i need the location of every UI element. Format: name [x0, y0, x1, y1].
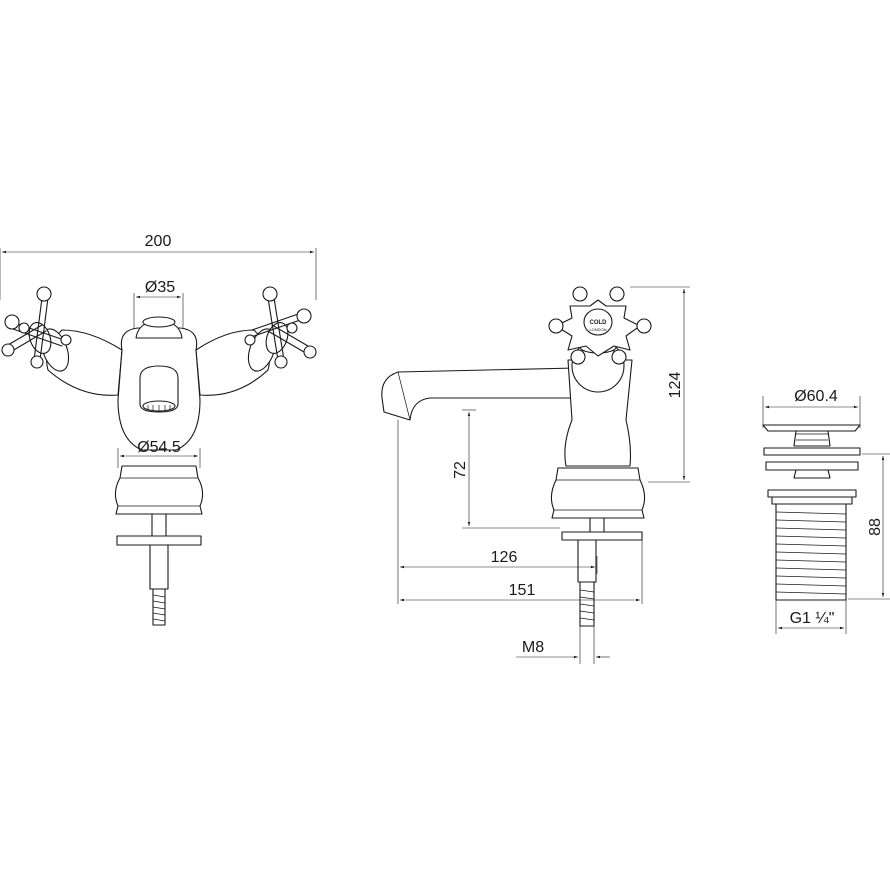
side-cross-handle: COLD LONDON	[548, 286, 652, 365]
dim-waste-diameter: Ø60.4	[762, 388, 861, 428]
dim-waste-thread-label: G1 ¼"	[790, 610, 835, 627]
handle-cold-label: COLD	[590, 320, 608, 326]
dim-inlet-diameter: Ø35	[133, 279, 184, 330]
left-arm	[28, 322, 123, 396]
waste-view: Ø60.4	[762, 388, 890, 634]
dim-height-124: 124	[630, 286, 690, 483]
dim-height-label: 124	[667, 372, 684, 399]
right-cross-handle	[244, 286, 317, 369]
central-body	[117, 316, 201, 451]
dim-depth-label: 151	[509, 582, 536, 599]
dim-reach-label: 126	[491, 549, 518, 566]
dim-spout-height-label: 72	[452, 461, 469, 479]
dim-waste-diameter-label: Ø60.4	[794, 388, 838, 405]
dim-thread-label: M8	[522, 639, 544, 656]
left-cross-handle	[1, 286, 72, 369]
right-arm	[195, 322, 289, 396]
side-view: COLD LONDON 124	[381, 286, 690, 664]
dim-width-label: 200	[145, 233, 172, 250]
dim-thread-m8: M8	[516, 626, 610, 664]
dim-waste-height-label: 88	[867, 518, 884, 536]
waste-cap	[762, 424, 861, 432]
waste-thread-body	[775, 503, 847, 601]
side-base-collar	[550, 467, 646, 627]
dim-inlet-diameter-label: Ø35	[145, 279, 175, 296]
dim-depth-151: 151	[400, 540, 643, 604]
dim-waste-height: 88	[848, 453, 890, 600]
dim-base-diameter-label: Ø54.5	[137, 439, 181, 456]
dim-reach-126: 126	[397, 420, 598, 604]
dim-spout-height-72: 72	[452, 409, 560, 529]
handle-maker-label: LONDON	[589, 327, 606, 332]
dim-width-200: 200	[0, 233, 317, 300]
waste-flange	[763, 447, 861, 456]
front-view: 200 Ø35	[0, 233, 317, 626]
dim-waste-thread: G1 ¼"	[775, 600, 847, 634]
side-spout	[381, 367, 577, 421]
dim-base-diameter: Ø54.5	[117, 439, 201, 468]
front-base-collar	[114, 465, 204, 626]
